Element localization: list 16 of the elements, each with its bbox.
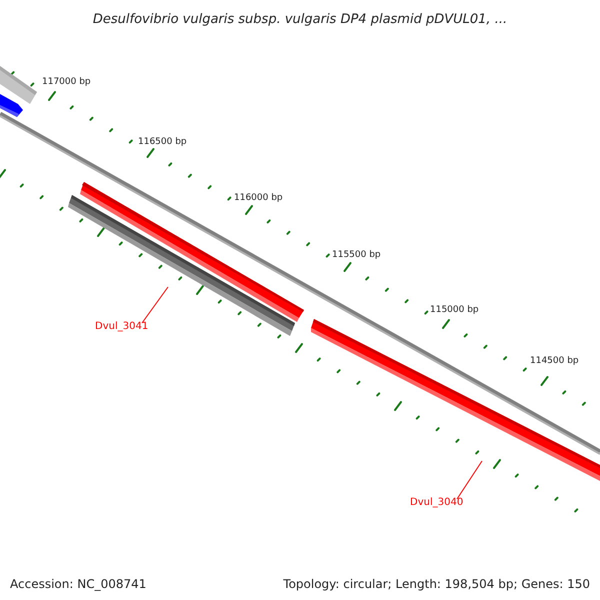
gene-bar: [68, 195, 295, 336]
scale-label: 114500 bp: [530, 355, 579, 368]
scale-label: 115500 bp: [332, 249, 381, 262]
gene-bar: [0, 94, 23, 117]
gene-label: Dvul_3041: [95, 321, 147, 333]
scale-label: 116500 bp: [138, 136, 187, 149]
footer-text: Topology: circular; Length: 198,504 bp; Genes: 150: [283, 576, 590, 593]
leader-line: [142, 286, 168, 324]
title: Desulfovibrio vulgaris subsp. vulgaris DP4 plasmid pDVUL01, ...: [92, 11, 508, 29]
footer-text: Accession: NC_008741: [10, 576, 146, 593]
gene-label: Dvul_3040: [410, 497, 462, 509]
scale-label: 116000 bp: [234, 192, 283, 205]
leader-line: [456, 460, 482, 500]
scale-label: 117000 bp: [42, 76, 91, 89]
scale-label: 115000 bp: [430, 304, 479, 317]
gene-bar: [311, 319, 600, 481]
